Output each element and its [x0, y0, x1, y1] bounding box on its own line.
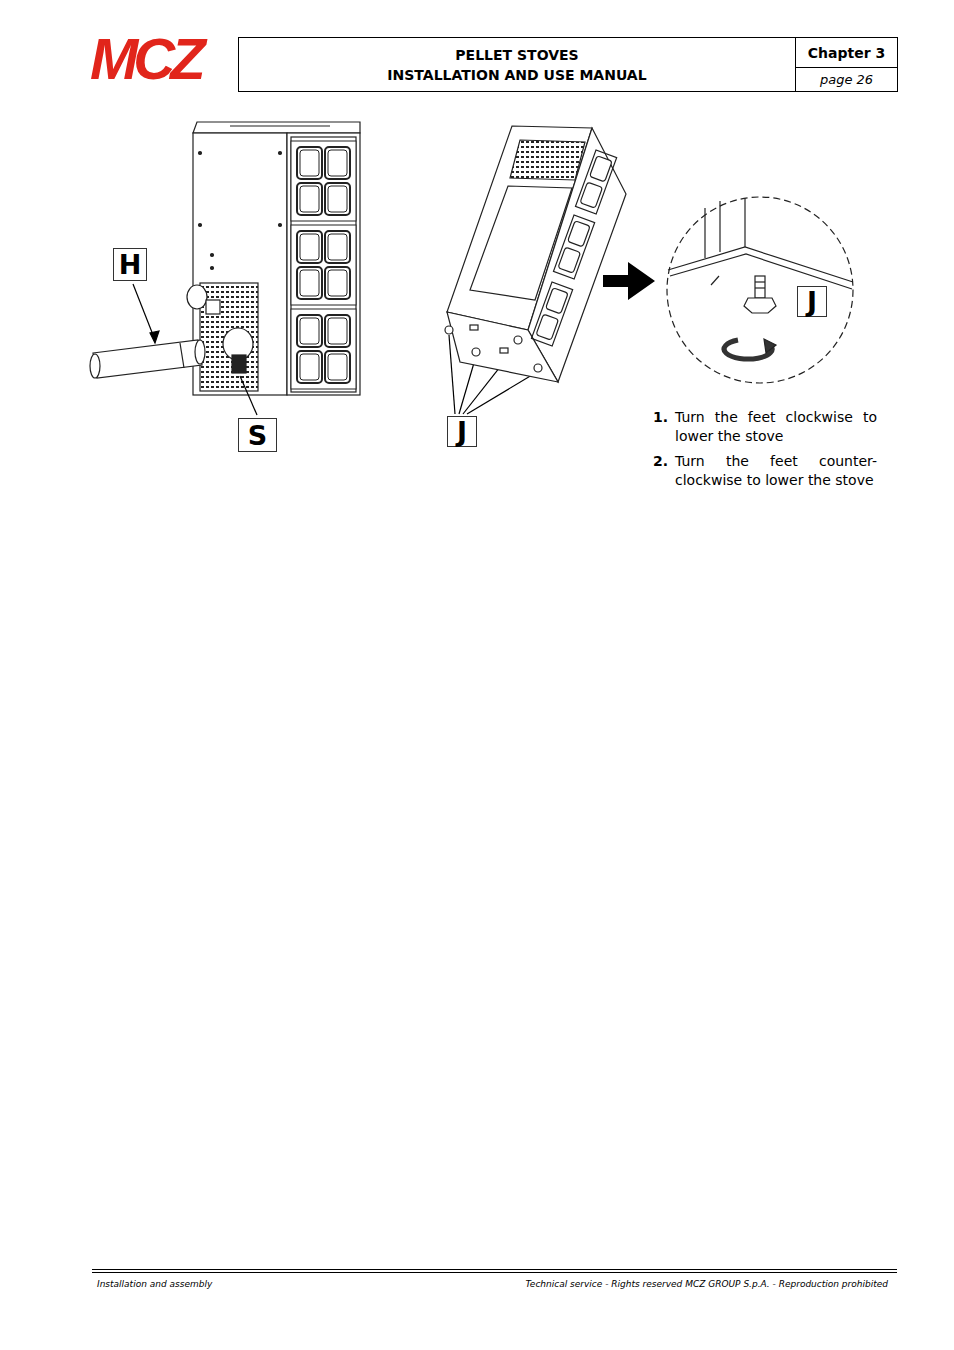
illustration-part: [575, 150, 616, 214]
illustration-part: [470, 325, 478, 330]
illustration-part: [449, 335, 455, 414]
page-cell: page 26: [796, 68, 897, 92]
illustration-part: [90, 354, 100, 378]
illustration-part: [568, 221, 591, 247]
illustration-part: [93, 340, 202, 378]
illustration-part: [211, 267, 214, 270]
header-text: INSTALLATION AND USE MANUAL: [387, 65, 646, 85]
brand-logo: MCZ: [90, 30, 240, 88]
illustration-part: [206, 300, 220, 314]
illustration-part: [764, 339, 776, 353]
callout-letter-text: S: [248, 422, 267, 449]
illustration-part: [291, 137, 356, 392]
illustration-part: [133, 284, 155, 340]
illustration-part: [514, 336, 522, 344]
illustration-part: [287, 133, 360, 395]
illustration-part: [755, 276, 765, 298]
illustration-part: [187, 285, 207, 309]
illustration-part: [755, 287, 765, 288]
header-text: Chapter 3: [808, 43, 885, 63]
callout-letter: H: [113, 248, 147, 281]
illustration-part: [558, 247, 581, 273]
stove-tilted-view: [445, 126, 626, 382]
illustration-part: [92, 1272, 897, 1273]
illustration-part: [230, 125, 330, 126]
illustration-part: [580, 182, 603, 208]
header-text: page 26: [820, 70, 873, 90]
illustration-part: [528, 128, 626, 382]
illustration-part: [291, 309, 356, 389]
illustration-part: [796, 67, 898, 68]
illustration-part: [279, 224, 282, 227]
illustration-part: [795, 38, 796, 92]
illustration-part: [279, 152, 282, 155]
illustration-part: [199, 152, 202, 155]
illustration-part: [553, 215, 594, 279]
illustration-part: [667, 197, 853, 383]
illustration-part: [200, 283, 258, 391]
illustration-part: [575, 150, 616, 214]
illustration-part: [232, 355, 246, 373]
illustration-part: [92, 1269, 897, 1270]
stove-rear-view: [90, 122, 360, 395]
callout-letter-text: H: [119, 251, 142, 278]
illustration-part: [193, 122, 360, 133]
illustration-part: [536, 314, 559, 340]
callout-letter: S: [238, 418, 277, 452]
header-table: [239, 38, 898, 92]
illustration-part: [500, 348, 508, 353]
footer-rule: [92, 1270, 897, 1273]
illustration-part: [531, 282, 572, 346]
instruction-text: Turn the feet counter-clockwise to lower…: [675, 452, 877, 490]
illustration-part: [472, 348, 480, 356]
illustration-part: [711, 276, 719, 285]
illustration-part: [531, 282, 572, 346]
footer-text: Technical service - Rights reserved MCZ …: [480, 1275, 888, 1294]
illustration-part: [291, 141, 356, 221]
direction-arrow: [603, 262, 655, 300]
callout-letter: J: [447, 416, 477, 447]
illustration-part: [590, 156, 613, 182]
illustration-part: [719, 201, 720, 252]
list-number: 2.: [653, 452, 675, 471]
instruction-text: Turn the feet clockwise to lower the sto…: [675, 408, 877, 446]
illustration-part: [240, 376, 257, 415]
illustration-part: [239, 38, 898, 92]
illustration-part: [510, 140, 585, 180]
chapter-cell: Chapter 3: [796, 38, 897, 67]
illustration-part: [291, 225, 356, 305]
illustration-part: [534, 364, 542, 372]
illustration-part: [150, 331, 159, 343]
illustration-part: [199, 224, 202, 227]
illustration-part: [704, 208, 705, 258]
list-number: 1.: [653, 408, 675, 427]
foot-detail: [667, 197, 853, 383]
callout-letter-text: J: [807, 288, 817, 315]
illustration-part: [445, 326, 453, 334]
header-title-cell: PELLET STOVESINSTALLATION AND USE MANUAL: [239, 38, 795, 91]
illustration-part: [180, 343, 184, 368]
illustration-part: [467, 372, 537, 414]
illustration-part: [195, 340, 205, 364]
illustration-part: [744, 298, 776, 313]
header-text: PELLET STOVES: [455, 45, 578, 65]
illustration-part: [193, 133, 287, 395]
illustration-part: [447, 312, 558, 382]
callout-letter: J: [797, 286, 827, 317]
illustration-part: [553, 215, 594, 279]
illustration-part: [211, 254, 214, 257]
illustration-part: [546, 288, 569, 314]
illustration-part: [744, 198, 745, 247]
illustration-part: [755, 281, 765, 282]
footer-text: Installation and assembly: [97, 1275, 397, 1294]
callout-letter-text: J: [457, 418, 467, 445]
